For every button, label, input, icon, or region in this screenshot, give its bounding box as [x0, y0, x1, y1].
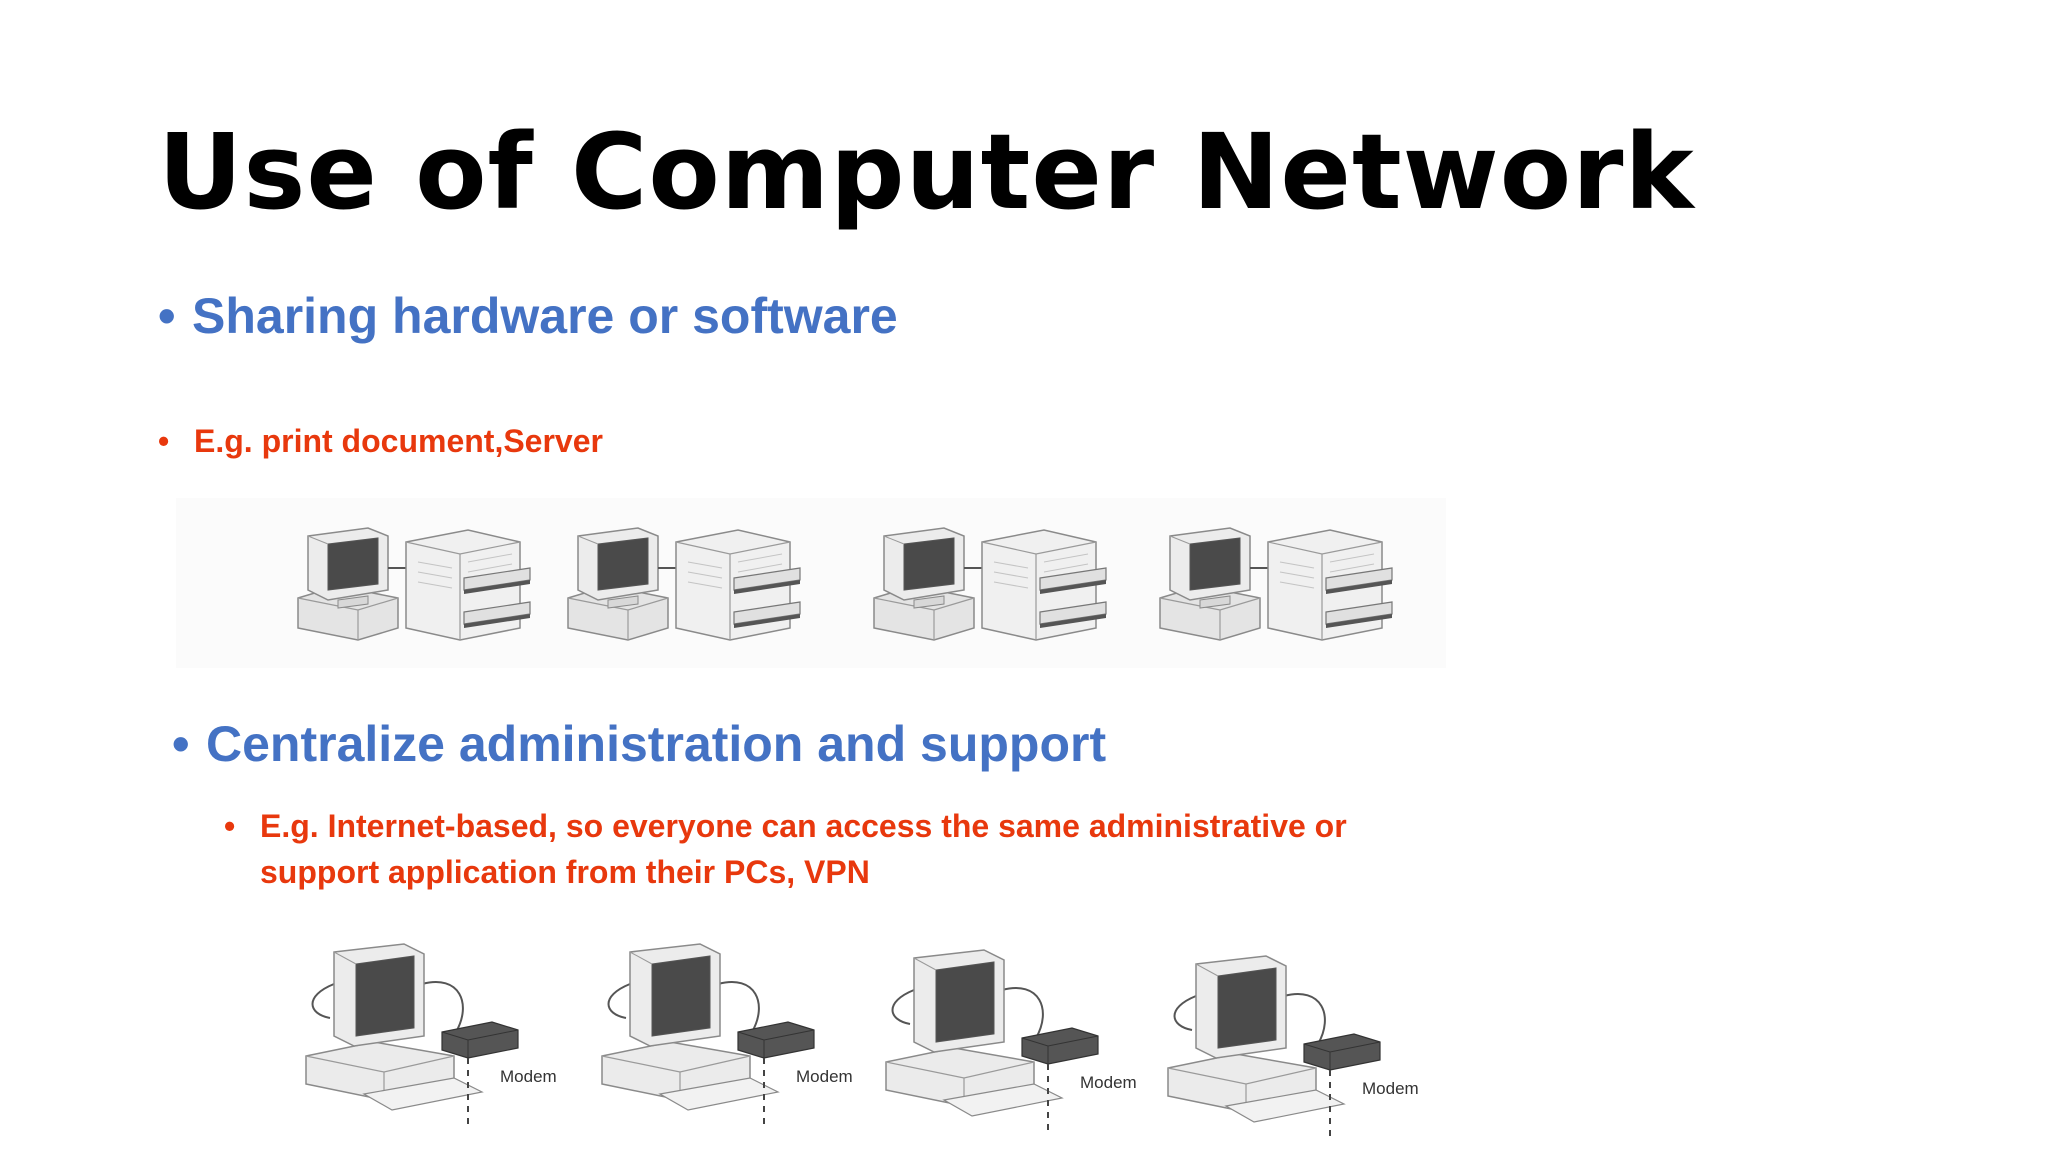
printer-illustration: [176, 498, 1446, 668]
bullet-sharing: • Sharing hardware or software: [158, 286, 898, 346]
bullet-sharing-text: Sharing hardware or software: [192, 288, 898, 344]
example-centralize-text: E.g. Internet-based, so everyone can acc…: [260, 808, 1347, 890]
computer-modem-1: Modem: [305, 943, 557, 1131]
computer-printer-4: [1159, 527, 1393, 641]
modem-label: Modem: [1362, 1079, 1419, 1098]
example-sharing-text: E.g. print document,Server: [194, 423, 603, 459]
bullet-dot: •: [224, 808, 236, 844]
modem-illustration: Modem Modem Modem Modem: [176, 924, 1446, 1152]
bullet-centralize-text: Centralize administration and support: [206, 716, 1107, 772]
computer-modem-2: Modem: [601, 943, 853, 1131]
modem-label: Modem: [796, 1067, 853, 1086]
bullet-dot: •: [158, 288, 176, 344]
modem-label: Modem: [1080, 1073, 1137, 1092]
bullet-dot: •: [158, 423, 170, 459]
computer-printer-2: [567, 527, 801, 641]
modem-label: Modem: [500, 1067, 557, 1086]
computer-printer-1: [297, 527, 531, 641]
slide-title: Use of Computer Network: [158, 111, 1695, 233]
computer-modem-4: Modem: [1167, 955, 1419, 1143]
example-centralize: • E.g. Internet-based, so everyone can a…: [224, 803, 1404, 895]
example-sharing: • E.g. print document,Server: [158, 418, 1258, 464]
bullet-centralize: • Centralize administration and support: [172, 714, 1106, 774]
computer-modem-3: Modem: [885, 949, 1137, 1137]
bullet-dot: •: [172, 716, 190, 772]
computer-printer-3: [873, 527, 1107, 641]
